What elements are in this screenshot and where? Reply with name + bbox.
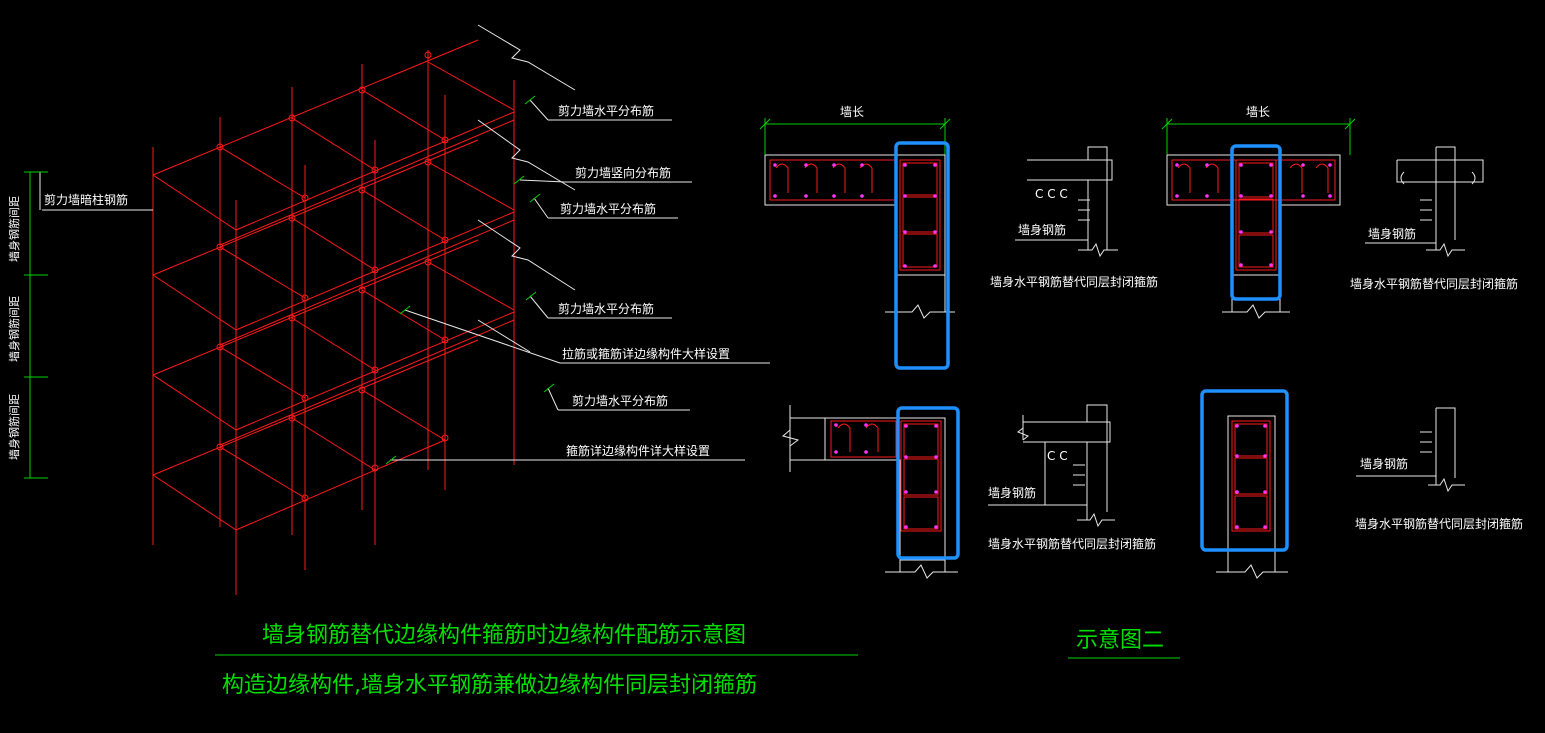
sub-title: 构造边缘构件,墙身水平钢筋兼做边缘构件同层封闭箍筋 [222,673,757,698]
label-horiz-dist-3: 剪力墙水平分布筋 [558,301,654,316]
label-replace-note-3: 墙身水平钢筋替代同层封闭箍筋 [988,536,1156,551]
hook-detail-1: C C C 墙身钢筋 墙身水平钢筋替代同层封闭箍筋 [990,146,1158,289]
label-wall-length-1: 墙长 [840,105,864,119]
highlight-box-4 [1200,389,1289,552]
label-wall-bar-3: 墙身钢筋 [988,485,1036,500]
section-3 [781,405,960,579]
label-end-column-bar: 剪力墙暗柱钢筋 [44,192,128,207]
section-1: 墙长 [759,105,955,370]
leader-lines [39,24,770,461]
label-hook-c-2: C C [1047,449,1068,463]
section-2: 墙长 [1161,105,1356,319]
label-wall-spacing-3: 墙身钢筋间距 [7,394,21,460]
highlight-box-2 [1230,144,1282,301]
highlight-box-1 [894,141,950,370]
label-replace-note-4: 墙身水平钢筋替代同层封闭箍筋 [1355,516,1523,531]
label-hook-c-1: C C C [1035,187,1068,201]
label-wall-bar-2: 墙身钢筋 [1368,226,1416,241]
label-wall-bar-4: 墙身钢筋 [1360,456,1408,471]
label-tie-or-stirrup: 拉筋或箍筋详边缘构件大样设置 [562,346,730,361]
main-title: 墙身钢筋替代边缘构件箍筋时边缘构件配筋示意图 [262,623,746,648]
label-horiz-dist-2: 剪力墙水平分布筋 [560,201,656,216]
highlight-box-3 [896,406,960,560]
label-horiz-dist-1: 剪力墙水平分布筋 [558,103,654,118]
label-vert-dist: 剪力墙竖向分布筋 [575,165,671,180]
label-wall-length-2: 墙长 [1246,105,1270,119]
section-4 [1200,389,1289,579]
hook-detail-2: 墙身钢筋 墙身水平钢筋替代同层封闭箍筋 [1350,146,1518,291]
label-replace-note-2: 墙身水平钢筋替代同层封闭箍筋 [1350,276,1518,291]
label-replace-note-1: 墙身水平钢筋替代同层封闭箍筋 [990,274,1158,289]
hook-detail-3: C C 墙身钢筋 墙身水平钢筋替代同层封闭箍筋 [988,404,1156,551]
diagram-two-title: 示意图二 [1076,628,1164,653]
label-stirrup-detail: 箍筋详边缘构件详大样设置 [566,443,710,458]
label-wall-bar-1: 墙身钢筋 [1018,222,1066,237]
label-horiz-dist-4: 剪力墙水平分布筋 [572,393,668,408]
rebar-cage-3d [152,39,515,595]
label-wall-spacing-1: 墙身钢筋间距 [7,196,21,262]
label-wall-spacing-2: 墙身钢筋间距 [7,296,21,362]
leader-ticks [24,95,555,479]
hook-detail-4: 墙身钢筋 墙身水平钢筋替代同层封闭箍筋 [1355,407,1523,531]
